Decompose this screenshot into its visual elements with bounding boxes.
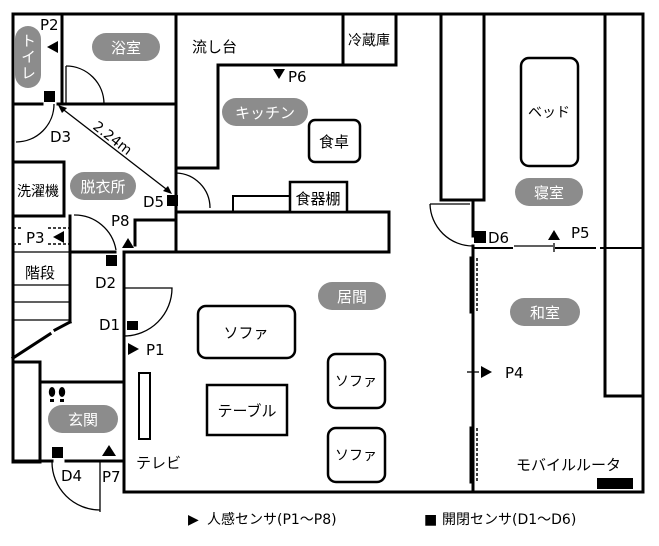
door-sensor-d5-label: D5 (143, 193, 164, 211)
door-swing-d2 (73, 214, 117, 251)
shoe-closet (11, 360, 42, 464)
fridge-box (341, 12, 398, 67)
legend-door-icon: ■ (424, 512, 437, 528)
door-sensor-d2-icon[interactable] (106, 255, 117, 266)
motion-sensor-p8-label: P8 (111, 212, 130, 230)
pill-japanese-room (510, 298, 580, 326)
door-swing-bath (65, 65, 105, 105)
distance-label: 2.24m (90, 119, 135, 159)
legend-motion-label: 人感センサ(P1～P8) (207, 511, 337, 528)
legend-door-label: 開閉センサ(D1～D6) (442, 512, 576, 528)
door-sensor-d4-label: D4 (61, 467, 82, 485)
table (205, 383, 289, 437)
cupboard (288, 180, 349, 214)
door-sensor-d1-icon[interactable] (127, 321, 138, 330)
motion-sensor-p3-label: P3 (26, 229, 45, 247)
counter-box (174, 210, 391, 254)
room-dressing: 脱衣所 (80, 178, 125, 196)
door-sensor-d3-label: D3 (50, 128, 71, 146)
door-swing-d1 (123, 287, 173, 337)
label-cupboard: 食器棚 (295, 190, 340, 208)
label-bed: ベッド (528, 105, 570, 121)
pill-dressing (70, 172, 136, 200)
tv (138, 372, 151, 440)
door-sensor-d3-icon[interactable] (44, 91, 55, 102)
label-stairs: 階段 (25, 264, 55, 282)
pill-bathroom (92, 33, 160, 61)
pill-entrance (48, 405, 118, 433)
sofa-3 (326, 426, 387, 484)
room-kitchen: キッチン (235, 104, 295, 122)
pill-living (318, 282, 386, 310)
motion-sensor-p7-label: P7 (102, 468, 121, 486)
arrow-head-end (163, 186, 172, 194)
motion-sensor-p6-icon[interactable] (273, 69, 285, 79)
motion-sensor-p8-icon[interactable] (122, 238, 134, 248)
legend-motion-icon: ▶ (188, 512, 199, 528)
cupboard-shelf (232, 195, 291, 213)
label-sofa-2: ソファ (335, 374, 377, 390)
label-washer: 洗濯機 (17, 184, 59, 200)
arrow-head-start (58, 105, 67, 113)
label-sofa-3: ソファ (335, 448, 377, 464)
room-entrance: 玄関 (68, 411, 98, 429)
room-toilet: トイレ (15, 26, 41, 88)
door-sensor-d6-label: D6 (488, 229, 509, 247)
door-sensor-d6-icon[interactable] (474, 231, 486, 243)
motion-sensor-p3-icon[interactable] (53, 231, 64, 243)
motion-sensor-p5-label: P5 (571, 224, 590, 242)
room-bathroom: 浴室 (111, 39, 141, 57)
closet-left (439, 12, 486, 202)
door-swing-d3 (15, 103, 55, 143)
motion-sensor-p2-label: P2 (40, 16, 59, 34)
walls (10, 12, 645, 512)
motion-sensor-p6-label: P6 (288, 68, 307, 86)
motion-sensor-p1-label: P1 (146, 341, 165, 359)
door-sensor-d1-label: D1 (99, 316, 120, 334)
stair-diag (10, 331, 53, 361)
motion-sensor-p1-icon[interactable] (128, 343, 139, 355)
distance-line (59, 106, 171, 193)
furniture-labels: 流し台 冷蔵庫 食卓 食器棚 ベッド 洗濯機 階段 ソファ ソファ ソファ テー… (17, 32, 621, 474)
door-sensor-d4-icon[interactable] (52, 447, 63, 458)
motion-sensor-p2-icon[interactable] (47, 41, 58, 53)
router-device (597, 478, 633, 489)
legend: ▶ 人感センサ(P1～P8) ■ 開閉センサ(D1～D6) (188, 511, 576, 528)
door-swing-d4 (51, 461, 101, 511)
label-router: モバイルルータ (516, 456, 621, 474)
motion-sensor-p4-icon[interactable] (481, 366, 492, 378)
door-sensor-d2-label: D2 (95, 274, 116, 292)
stair-diag (52, 319, 73, 333)
label-fridge: 冷蔵庫 (348, 32, 390, 49)
room-japanese: 和室 (530, 304, 560, 322)
door-swing-d6 (429, 203, 474, 247)
room-labels: 浴室 脱衣所 キッチン 寝室 居間 和室 玄関 (48, 33, 583, 433)
sofa-2 (326, 352, 387, 410)
p8-nook (133, 218, 178, 247)
label-sink: 流し台 (192, 38, 237, 56)
bed (519, 56, 580, 168)
label-sofa-1: ソファ (223, 324, 268, 342)
motion-sensor-p7-icon[interactable] (102, 445, 116, 456)
pill-kitchen (222, 98, 308, 126)
sink-counter (174, 63, 345, 170)
motion-sensor-p5-icon[interactable] (548, 230, 560, 240)
door-swings (15, 65, 474, 511)
label-dining-table: 食卓 (319, 133, 349, 151)
motion-sensor-p4-label: P4 (505, 364, 524, 382)
label-table: テーブル (217, 402, 276, 420)
label-tv: テレビ (136, 454, 181, 472)
pill-bedroom (515, 178, 583, 206)
motion-sensors: P2 P6 P3 P8 P1 P7 P4 P5 (26, 16, 590, 486)
room-bedroom: 寝室 (534, 184, 564, 202)
furniture (138, 56, 633, 489)
room-living: 居間 (337, 288, 367, 306)
door-swing-d5 (175, 172, 211, 209)
door-sensor-d5-icon[interactable] (167, 195, 178, 206)
footprints-icon (48, 387, 66, 402)
door-sensors: D3 D5 D2 D1 D4 D6 (44, 91, 509, 485)
dining-table (307, 118, 362, 164)
sofa-1 (196, 304, 297, 360)
